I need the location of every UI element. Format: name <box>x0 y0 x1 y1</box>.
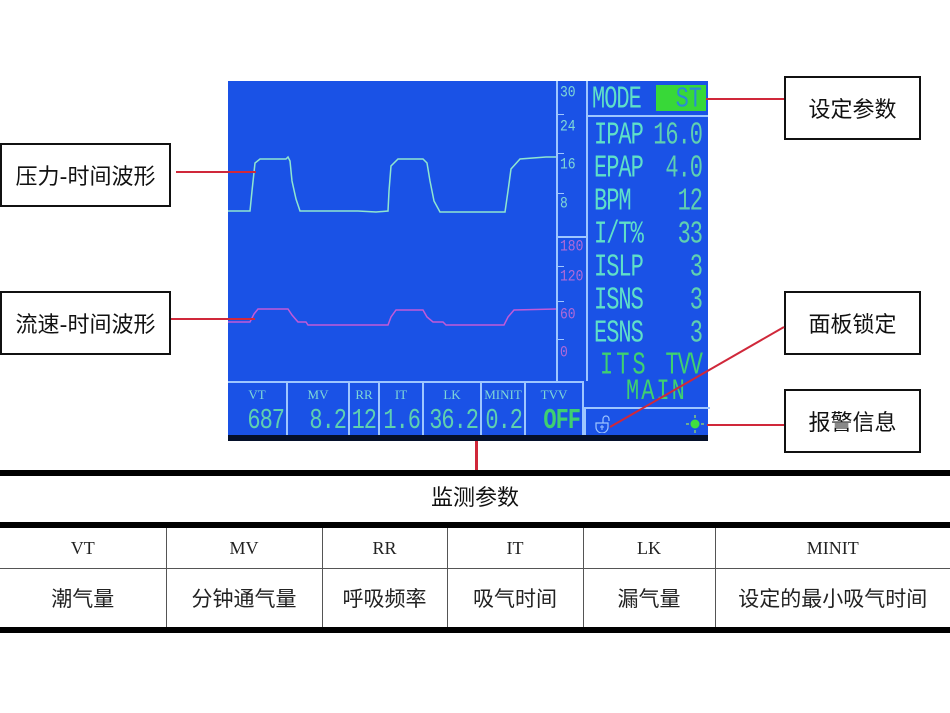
pressure-scale-16: 16 <box>560 155 576 174</box>
param-row-it-ratio: I/T% 33 <box>586 216 708 253</box>
param-label: IPAP <box>594 117 644 154</box>
monitor-cell-lk: LK 36.2 <box>424 383 482 439</box>
legend-header-rule <box>0 522 950 528</box>
legend-title: 监测参数 <box>430 486 519 511</box>
waveform-area <box>228 81 557 381</box>
legend-desc: 分钟通气量 <box>165 568 323 627</box>
monitor-value: 36.2 <box>429 404 479 438</box>
legend-abbr: RR <box>321 528 448 569</box>
callout-alarm: 报警信息 <box>784 389 921 453</box>
monitor-cell-it: IT 1.6 <box>380 383 424 439</box>
screen-bezel <box>228 435 708 441</box>
param-label: BPM <box>594 183 632 220</box>
param-label: ISNS <box>594 282 644 319</box>
monitor-value: 12 <box>351 404 377 438</box>
legend-abbr: MINIT <box>714 528 950 569</box>
monitor-cell-vt: VT 687 <box>228 383 288 439</box>
monitor-value: 0.2 <box>485 404 523 438</box>
flow-scale-180: 180 <box>560 237 584 256</box>
pressure-scale-30: 30 <box>560 83 576 102</box>
panel-lock-icon <box>595 415 610 433</box>
legend-abbr: MV <box>165 528 323 569</box>
monitor-cell-rr: RR 12 <box>350 383 380 439</box>
param-row-esns: ESNS 3 <box>586 315 708 352</box>
param-row-bpm: BPM 12 <box>586 183 708 220</box>
leader-settings <box>706 98 784 100</box>
param-value: 3 <box>689 282 703 319</box>
leader-alarm <box>707 424 784 426</box>
leader-flow-wave <box>171 318 255 320</box>
mode-badge: ST <box>656 83 706 116</box>
monitor-cell-tvv: TVV OFF <box>526 383 584 439</box>
monitor-cell-mv: MV 8.2 <box>288 383 350 439</box>
legend-abbr: VT <box>0 528 167 569</box>
monitor-legend-table: VT MV RR IT LK MINIT 潮气量 分钟通气量 呼吸频率 吸气时间… <box>0 528 950 627</box>
param-value: 3 <box>689 315 703 352</box>
monitor-cell-minit: MINIT 0.2 <box>482 383 526 439</box>
monitor-label: MV <box>307 387 329 402</box>
param-label: EPAP <box>594 150 644 187</box>
monitor-value: OFF <box>543 404 581 438</box>
param-row-ipap: IPAP 16.0 <box>586 117 708 154</box>
param-label: ITS <box>600 347 649 384</box>
flow-scale-120: 120 <box>560 267 584 286</box>
param-value: 33 <box>677 216 703 253</box>
callout-panel-lock: 面板锁定 <box>784 291 921 355</box>
legend-desc: 漏气量 <box>582 568 716 627</box>
legend-desc: 呼吸频率 <box>321 568 448 627</box>
main-menu-label: MAIN <box>626 374 687 409</box>
legend-abbr-row: VT MV RR IT LK MINIT <box>0 528 950 569</box>
callout-flow-wave: 流速-时间波形 <box>0 291 171 355</box>
status-bar <box>584 407 710 439</box>
ventilator-screen: 30 24 16 8 180 120 60 0 MODE ST IPAP 16.… <box>228 81 710 439</box>
legend-abbr: LK <box>582 528 716 569</box>
monitor-label: MINIT <box>484 387 522 402</box>
legend-desc: 潮气量 <box>0 568 167 627</box>
monitor-label: RR <box>355 387 373 402</box>
param-value: 3 <box>689 249 703 286</box>
param-label: I/T% <box>594 216 644 253</box>
monitor-label: LK <box>443 387 461 402</box>
legend-desc: 吸气时间 <box>446 568 584 627</box>
flow-waveform <box>228 308 557 326</box>
leader-monitor <box>475 441 478 471</box>
monitor-value: 1.6 <box>383 404 421 438</box>
mode-label: MODE <box>592 81 642 118</box>
legend-desc-row: 潮气量 分钟通气量 呼吸频率 吸气时间 漏气量 设定的最小吸气时间 <box>0 568 950 627</box>
param-label: ISLP <box>594 249 644 286</box>
flow-scale-0: 0 <box>560 343 568 362</box>
param-label: ESNS <box>594 315 644 352</box>
mode-row: MODE ST <box>586 81 708 118</box>
flow-scale-60: 60 <box>560 305 576 324</box>
pressure-scale-24: 24 <box>560 117 576 136</box>
monitor-label: VT <box>248 387 266 402</box>
param-row-its: ITS TVV <box>586 347 708 384</box>
legend-top-rule <box>0 470 950 476</box>
legend-desc: 设定的最小吸气时间 <box>714 568 950 627</box>
pressure-waveform <box>228 155 556 213</box>
callout-settings: 设定参数 <box>784 76 921 140</box>
monitor-label: IT <box>394 387 408 402</box>
leader-pressure-wave <box>176 171 256 173</box>
waveform-chart <box>228 155 557 326</box>
param-value: 4.0 <box>665 150 703 187</box>
alarm-light-icon <box>686 415 704 433</box>
monitor-value: 8.2 <box>309 404 347 438</box>
legend-bottom-rule <box>0 627 950 633</box>
monitor-label: TVV <box>540 387 568 402</box>
param-row-isns: ISNS 3 <box>586 282 708 319</box>
settings-panel: MODE ST IPAP 16.0 EPAP 4.0 BPM 12 I/T% 3… <box>586 81 708 411</box>
param-value: 16.0 <box>653 117 703 154</box>
legend-abbr: IT <box>446 528 584 569</box>
monitor-value: 687 <box>247 404 285 438</box>
mode-value: ST <box>675 83 702 116</box>
callout-pressure-wave: 压力-时间波形 <box>0 143 171 207</box>
leader-panel-lock <box>609 326 785 428</box>
param-value: 12 <box>677 183 703 220</box>
param-row-islp: ISLP 3 <box>586 249 708 286</box>
pressure-scale-8: 8 <box>560 194 568 213</box>
param-row-epap: EPAP 4.0 <box>586 150 708 187</box>
monitor-bar: VT 687 MV 8.2 RR 12 IT 1.6 LK 36.2 MINIT… <box>228 381 584 439</box>
waveform-scale: 30 24 16 8 180 120 60 0 <box>556 81 588 381</box>
